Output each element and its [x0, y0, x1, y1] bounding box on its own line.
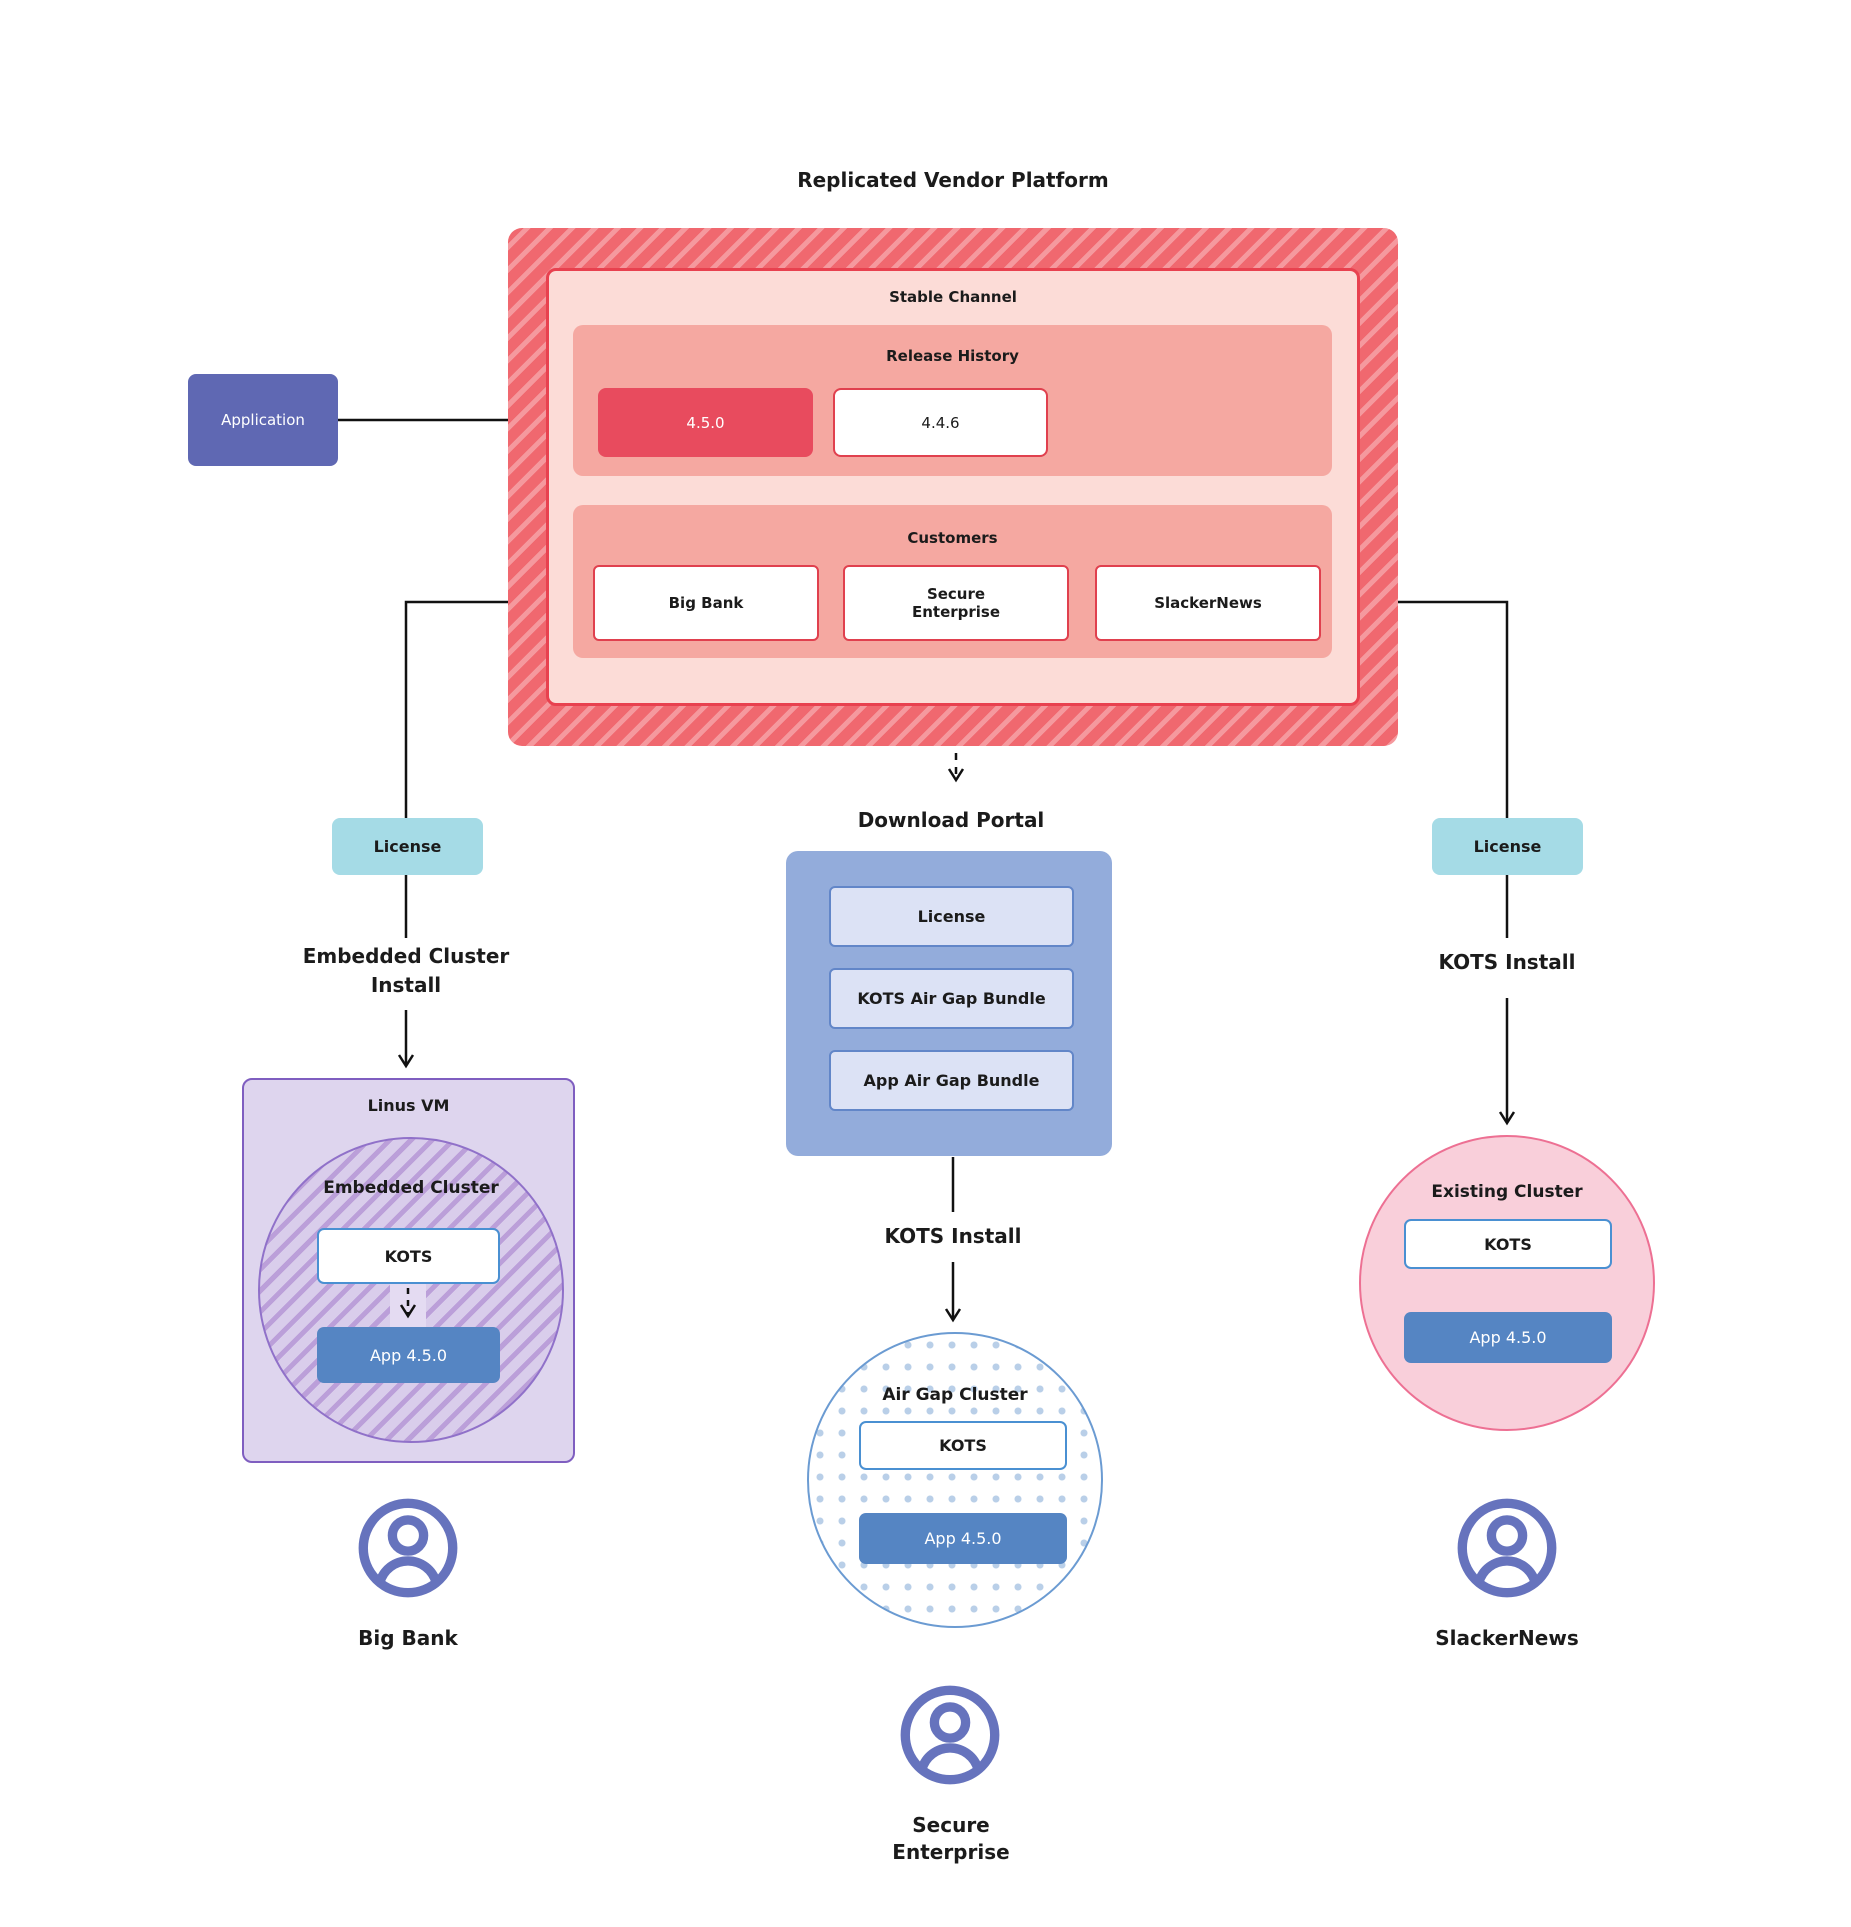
customer-big-bank: Big Bank [593, 565, 819, 641]
stable-channel-label: Stable Channel [889, 288, 1017, 306]
app-label: App 4.5.0 [369, 1345, 448, 1365]
release-version: 4.4.6 [921, 413, 960, 432]
user-icon-slackernews [1455, 1496, 1559, 1600]
person-icon [1457, 1498, 1557, 1598]
kots-box-airgap: KOTS [859, 1421, 1067, 1470]
existing-cluster-circle [1359, 1135, 1655, 1431]
download-portal-title: Download Portal [857, 808, 1045, 832]
person-icon [900, 1685, 1000, 1785]
customer-name: SlackerNews [1154, 594, 1262, 612]
portal-item-label: KOTS Air Gap Bundle [857, 989, 1046, 1008]
customers-label: Customers [907, 529, 998, 547]
embedded-cluster-install-label: Embedded Cluster Install [302, 944, 510, 997]
customer-secure-enterprise: Secure Enterprise [843, 565, 1069, 641]
user-label-secure-enterprise: Secure Enterprise [856, 1812, 1046, 1866]
portal-item-label: App Air Gap Bundle [863, 1071, 1040, 1090]
person-icon [358, 1498, 458, 1598]
existing-cluster-label: Existing Cluster [1431, 1182, 1583, 1202]
air-gap-cluster-label: Air Gap Cluster [882, 1385, 1028, 1405]
kots-install-label-middle: KOTS Install [884, 1224, 1022, 1248]
release-4-5-0: 4.5.0 [598, 388, 813, 457]
app-label: App 4.5.0 [1469, 1328, 1547, 1347]
license-chip-left: License [332, 818, 483, 875]
license-chip-right: License [1432, 818, 1583, 875]
user-icon-big-bank [356, 1496, 460, 1600]
user-label-text: Secure Enterprise [892, 1813, 1010, 1864]
user-icon-secure-enterprise [898, 1683, 1002, 1787]
release-4-4-6: 4.4.6 [833, 388, 1048, 457]
customer-name: Secure Enterprise [911, 585, 1001, 621]
customer-slackernews: SlackerNews [1095, 565, 1321, 641]
kots-label: KOTS [939, 1436, 987, 1455]
application-box: Application [188, 374, 338, 466]
user-label-big-bank: Big Bank [358, 1626, 458, 1650]
release-version: 4.5.0 [686, 413, 725, 432]
embedded-cluster-label: Embedded Cluster [323, 1178, 499, 1198]
kots-label: KOTS [384, 1246, 433, 1266]
app-box-existing: App 4.5.0 [1404, 1312, 1612, 1363]
kots-label: KOTS [1484, 1234, 1532, 1254]
license-label: License [1473, 837, 1542, 856]
app-box-airgap: App 4.5.0 [859, 1513, 1067, 1564]
portal-item-label: License [917, 907, 986, 926]
air-gap-cluster-circle [807, 1332, 1103, 1628]
release-history-label: Release History [886, 347, 1019, 365]
user-label-slackernews: SlackerNews [1435, 1626, 1579, 1650]
customer-name: Big Bank [668, 594, 744, 612]
portal-item-kots-airgap-bundle: KOTS Air Gap Bundle [829, 968, 1074, 1029]
app-label: App 4.5.0 [924, 1529, 1002, 1548]
portal-item-app-airgap-bundle: App Air Gap Bundle [829, 1050, 1074, 1111]
linus-vm-label: Linus VM [367, 1096, 450, 1115]
kots-box-embedded: KOTS [317, 1228, 500, 1284]
license-label: License [373, 837, 442, 856]
portal-item-license: License [829, 886, 1074, 947]
kots-install-label-right: KOTS Install [1438, 950, 1576, 974]
diagram-title: Replicated Vendor Platform [797, 168, 1109, 192]
application-label: Application [221, 411, 305, 429]
kots-box-existing: KOTS [1404, 1219, 1612, 1269]
app-box-embedded: App 4.5.0 [317, 1327, 500, 1383]
